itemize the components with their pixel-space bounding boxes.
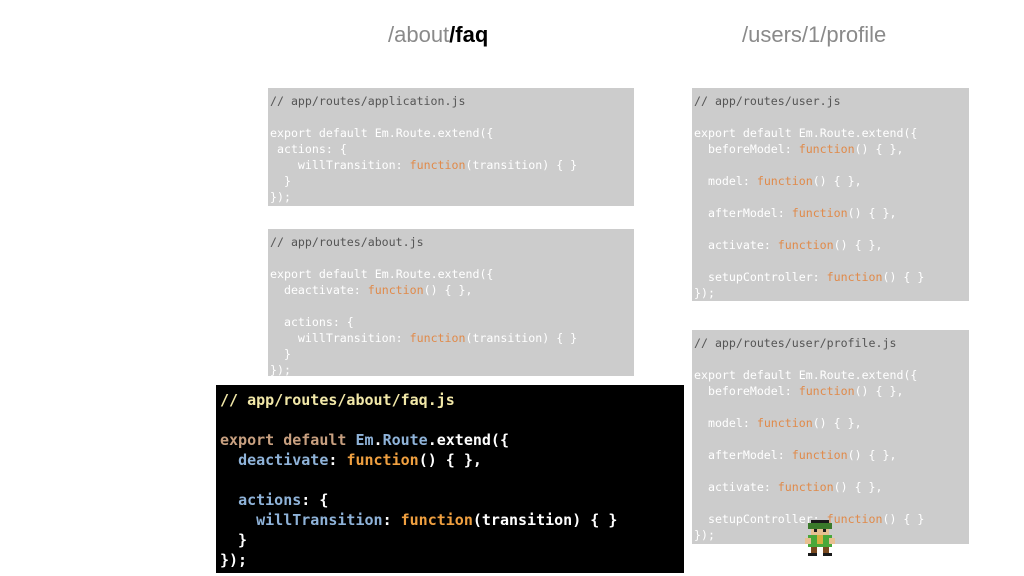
code-line: activate: function() { }, (707, 238, 883, 252)
code-line: export default Em.Route.extend({ (270, 126, 494, 140)
code-line: activate: function() { }, (707, 480, 883, 494)
code-line: ​ (694, 189, 969, 205)
code-line: willTransition: function(transition) { } (256, 511, 618, 529)
code-line: beforeModel: function() { }, (707, 384, 904, 398)
code-line: ​ (694, 399, 969, 415)
code-line: ​ (270, 250, 634, 266)
code-line: ​ (694, 431, 969, 447)
code-line: ​ (220, 410, 684, 430)
code-line: willTransition: function(transition) { } (297, 158, 578, 172)
code-line: }); (270, 363, 291, 376)
code-block-user: // app/routes/user.js​export default Em.… (692, 88, 969, 301)
code-line: } (220, 531, 248, 549)
code-line: model: function() { }, (707, 416, 862, 430)
code-block-about-faq-highlighted: // app/routes/about/faq.js​export defaul… (216, 385, 684, 573)
pixel-character-icon (805, 520, 835, 556)
code-line: ​ (270, 109, 634, 125)
code-line: }); (270, 190, 291, 204)
code-line: // app/routes/user/profile.js (694, 336, 897, 350)
code-line: } (270, 174, 291, 188)
code-line: willTransition: function(transition) { } (297, 331, 578, 345)
code-line: ​ (694, 157, 969, 173)
code-line: deactivate: function() { }, (238, 451, 482, 469)
code-line: ​ (694, 351, 969, 367)
code-line: }); (694, 528, 715, 542)
code-line: } (270, 347, 291, 361)
code-line: deactivate: function() { }, (283, 283, 473, 297)
code-block-application: // app/routes/application.js​export defa… (268, 88, 634, 206)
route-title-active-segment: /faq (449, 22, 489, 47)
code-line: // app/routes/about/faq.js (220, 391, 455, 409)
code-line: ​ (220, 470, 684, 490)
route-title-users-profile: /users/1/profile (742, 22, 887, 47)
code-line: setupController: function() { } (707, 512, 925, 526)
code-line: export default Em.Route.extend({ (270, 267, 494, 281)
code-line: // app/routes/user.js (694, 94, 841, 108)
code-line: actions: { (238, 491, 329, 509)
code-line: // app/routes/about.js (270, 235, 424, 249)
code-line: ​ (270, 298, 634, 314)
code-line: afterModel: function() { }, (707, 448, 897, 462)
code-block-user-profile: // app/routes/user/profile.js​export def… (692, 330, 969, 544)
code-line: ​ (694, 109, 969, 125)
code-line: actions: { (283, 315, 354, 329)
code-line: ​ (694, 221, 969, 237)
code-line: ​ (694, 495, 969, 511)
code-line: model: function() { }, (707, 174, 862, 188)
route-title-about-faq: /about/faq (388, 22, 488, 48)
code-line: setupController: function() { } (707, 270, 925, 284)
code-line: ​ (694, 463, 969, 479)
code-line: }); (220, 551, 248, 569)
route-title-prefix: /about (388, 22, 450, 47)
code-line: export default Em.Route.extend({ (694, 126, 918, 140)
code-line: }); (694, 286, 715, 300)
code-line: actions: { (276, 142, 347, 156)
code-line: // app/routes/application.js (270, 94, 466, 108)
code-line: export default Em.Route.extend({ (694, 368, 918, 382)
code-line: afterModel: function() { }, (707, 206, 897, 220)
code-block-about: // app/routes/about.js​export default Em… (268, 229, 634, 376)
code-line: beforeModel: function() { }, (707, 142, 904, 156)
code-line: ​ (694, 253, 969, 269)
code-line: export default Em.Route.extend({ (220, 431, 509, 449)
